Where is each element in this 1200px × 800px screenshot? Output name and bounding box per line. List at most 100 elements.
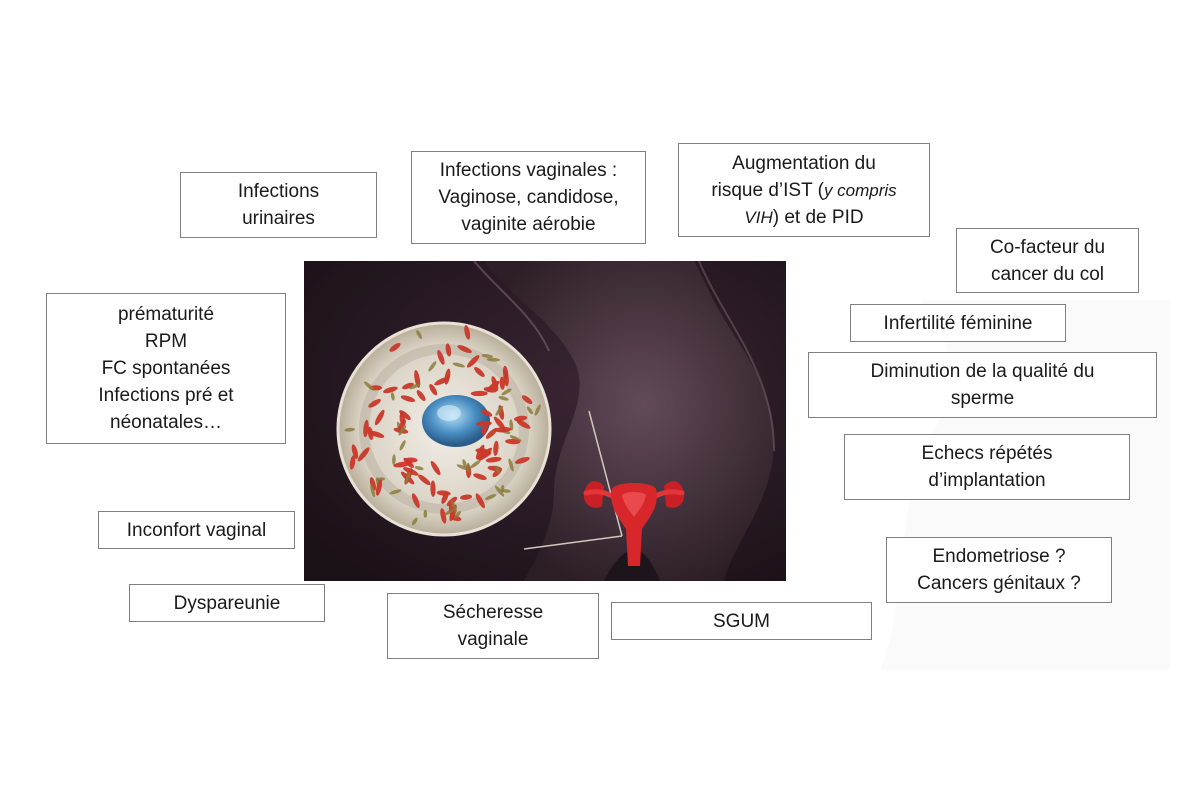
red-bacterium — [464, 325, 471, 340]
olive-bacterium — [495, 465, 500, 474]
sperme-line-2: sperme — [950, 388, 1015, 409]
ist-line-3-suffix: ) et de PID — [772, 206, 864, 228]
echecs-line-1: Echecs répétés — [921, 443, 1053, 464]
olive-bacterium — [470, 460, 481, 469]
olive-bacterium — [409, 383, 421, 390]
red-bacterium — [374, 409, 385, 426]
olive-bacterium — [485, 494, 497, 500]
red-bacterium — [440, 508, 447, 524]
sgum-box: SGUM — [611, 602, 872, 640]
red-bacterium — [457, 345, 472, 354]
red-bacterium — [480, 409, 493, 417]
olive-bacterium — [411, 517, 418, 526]
olive-bacterium — [416, 330, 423, 339]
olive-bacterium — [494, 485, 505, 497]
olive-bacterium — [452, 362, 465, 368]
red-bacterium — [475, 493, 485, 509]
ist-line-1: Augmentation du — [732, 152, 876, 174]
red-bacterium — [444, 368, 451, 385]
red-bacterium — [383, 386, 398, 394]
red-bacterium — [466, 355, 480, 368]
infections-vaginales-box: Infections vaginales : Vaginose, candido… — [411, 151, 646, 244]
olive-bacterium — [444, 509, 454, 516]
red-bacterium — [400, 395, 416, 402]
red-bacterium — [418, 474, 431, 486]
red-bacterium — [483, 387, 497, 393]
red-bacterium — [389, 342, 401, 352]
red-bacterium — [369, 477, 376, 491]
olive-bacterium — [509, 419, 514, 431]
red-bacterium — [375, 479, 383, 496]
red-bacterium — [505, 438, 521, 445]
olive-bacterium — [481, 354, 494, 358]
olive-bacterium — [390, 392, 395, 401]
olive-bacterium — [423, 509, 428, 519]
endometriose-line-1: Endometriose ? — [932, 546, 1066, 567]
red-bacterium — [399, 411, 405, 425]
prematurite-line-5: néonatales… — [110, 412, 222, 433]
red-bacterium — [473, 473, 487, 480]
cofacteur-box: Co-facteur du cancer du col — [956, 228, 1139, 293]
olive-bacterium — [370, 484, 376, 498]
red-bacterium — [474, 366, 485, 378]
red-bacterium — [429, 384, 438, 396]
prematurite-line-3: FC spontanées — [101, 358, 231, 379]
ist-line-2-italic: y compris — [823, 180, 897, 200]
red-bacterium — [368, 398, 381, 408]
red-bacterium — [403, 457, 414, 468]
olive-bacterium — [508, 458, 514, 472]
prematurite-line-1: prématurité — [117, 304, 215, 325]
red-bacterium — [470, 390, 488, 397]
red-bacterium — [460, 494, 473, 500]
red-bacterium — [351, 444, 359, 459]
olive-bacterium — [428, 361, 437, 372]
infertilite-label: Infertilité féminine — [883, 312, 1033, 334]
prematurite-box: prématurité RPM FC spontanées Infections… — [46, 293, 286, 444]
olive-bacterium — [486, 357, 500, 362]
uterus-icon — [583, 481, 685, 566]
secheresse-box: Sécheresse vaginale — [387, 593, 599, 659]
olive-bacterium — [450, 499, 457, 513]
inconfort-label: Inconfort vaginal — [126, 519, 267, 541]
ist-box: Augmentation du risque d’IST (y compris … — [678, 143, 930, 237]
red-bacterium — [369, 430, 385, 438]
dyspareunie-label: Dyspareunie — [173, 592, 281, 614]
red-bacterium — [437, 350, 445, 365]
red-bacterium — [441, 492, 449, 504]
bacteria — [344, 325, 541, 526]
olive-bacterium — [399, 440, 406, 451]
infections-vaginales-line-1: Infections vaginales : — [439, 160, 618, 181]
body-silhouette — [484, 261, 774, 581]
olive-bacterium — [498, 396, 509, 401]
olive-bacterium — [364, 381, 375, 391]
red-bacterium — [516, 419, 531, 429]
red-bacterium — [493, 416, 506, 430]
sperme-box: Diminution de la qualité du sperme — [808, 352, 1157, 418]
vaginal-microbiome-illustration — [304, 261, 786, 581]
infertilite-box: Infertilité féminine — [850, 304, 1066, 342]
endometriose-box: Endometriose ? Cancers génitaux ? — [886, 537, 1112, 603]
infections-vaginales-line-2: Vaginose, candidose, — [438, 187, 619, 208]
olive-bacterium — [534, 404, 541, 416]
olive-bacterium — [501, 388, 512, 396]
red-bacterium — [430, 480, 436, 497]
red-bacterium — [476, 451, 492, 460]
sgum-label: SGUM — [713, 610, 770, 632]
red-bacterium — [357, 447, 370, 462]
olive-bacterium — [454, 511, 461, 519]
ist-line-2: risque d’IST (y compris — [711, 177, 896, 204]
secheresse-line-2: vaginale — [457, 629, 529, 650]
olive-bacterium — [526, 406, 534, 415]
red-bacterium — [493, 440, 499, 456]
red-bacterium — [494, 427, 512, 433]
secheresse-line-1: Sécheresse — [442, 602, 544, 623]
red-bacterium — [485, 456, 502, 463]
red-bacterium — [513, 415, 528, 422]
red-bacterium — [503, 369, 509, 387]
red-bacterium — [411, 493, 420, 508]
red-bacterium — [416, 390, 426, 402]
red-bacterium — [476, 421, 492, 427]
olive-bacterium — [509, 435, 522, 442]
olive-bacterium — [404, 471, 411, 484]
infections-urinaires-box: Infections urinaires — [180, 172, 377, 238]
